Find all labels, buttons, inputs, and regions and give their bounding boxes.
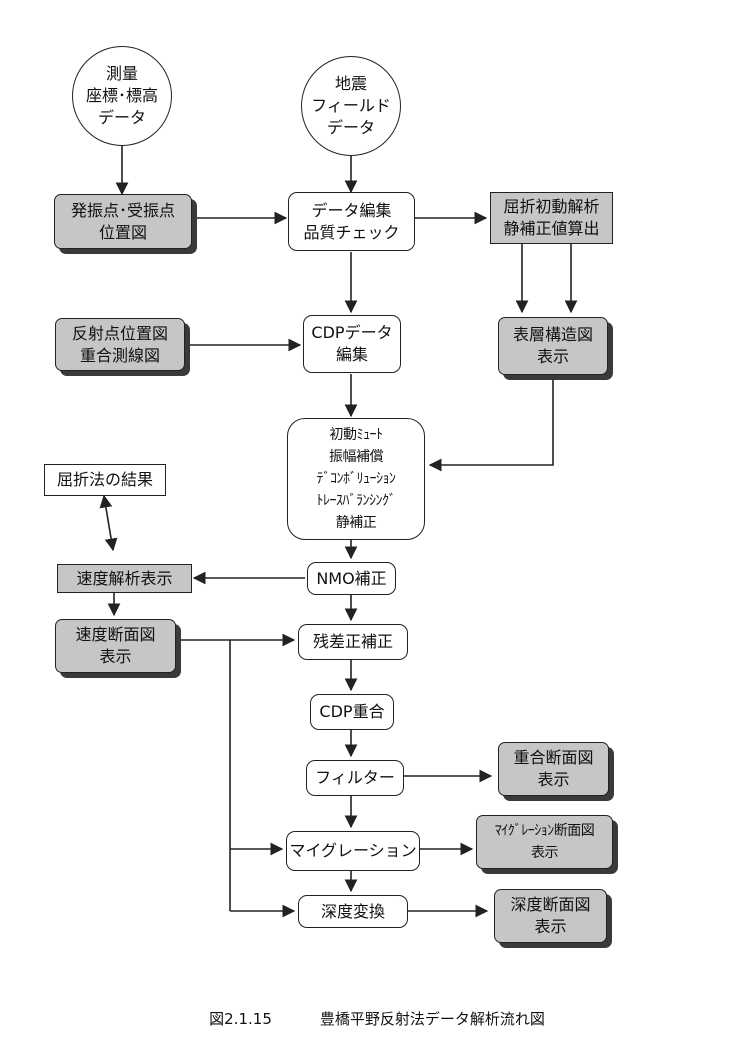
stack-section-node: 重合断面図 表示 <box>498 742 609 796</box>
nmo-correction-node: NMO補正 <box>307 562 396 595</box>
reflection-point-map-node: 反射点位置図 重合測線図 <box>55 318 185 371</box>
filter-node: フィルター <box>306 760 404 796</box>
velocity-section-node: 速度断面図 表示 <box>55 619 176 673</box>
refraction-result-node: 屈折法の結果 <box>44 464 166 496</box>
data-edit-qc-node: データ編集 品質チェック <box>288 192 415 251</box>
refraction-static-node: 屈折初動解析 静補正値算出 <box>490 192 613 244</box>
depth-section-node: 深度断面図 表示 <box>494 889 607 943</box>
arrow-surface-to-processing <box>428 380 554 472</box>
migration-node: マイグレーション <box>286 831 420 871</box>
velocity-analysis-node: 速度解析表示 <box>57 564 192 593</box>
cdp-edit-node: CDPデータ 編集 <box>303 315 401 373</box>
figure-number: 図2.1.15 <box>209 1010 272 1028</box>
preprocessing-node: 初動ﾐｭｰﾄ 振幅補償 ﾃﾞｺﾝﾎﾞﾘｭｰｼｮﾝ ﾄﾚｰｽﾊﾞﾗﾝｼﾝｸﾞ 静補… <box>287 418 425 540</box>
figure-caption: 図2.1.15 豊橋平野反射法データ解析流れ図 <box>0 990 735 1047</box>
depth-conversion-node: 深度変換 <box>298 895 408 928</box>
cdp-stack-node: CDP重合 <box>310 694 394 730</box>
seismic-field-data-node: 地震 フィールド データ <box>301 56 401 156</box>
residual-correction-node: 残差正補正 <box>298 624 408 660</box>
arrow-refraction-result-velocity <box>99 494 118 552</box>
migration-section-node: ﾏｲｸﾞﾚｰｼｮﾝ断面図 表示 <box>476 815 613 869</box>
shot-receiver-map-node: 発振点･受振点 位置図 <box>54 194 192 249</box>
figure-title: 豊橋平野反射法データ解析流れ図 <box>319 1010 545 1028</box>
survey-data-node: 測量 座標･標高 データ <box>72 46 172 146</box>
surface-structure-node: 表層構造図 表示 <box>498 317 608 375</box>
